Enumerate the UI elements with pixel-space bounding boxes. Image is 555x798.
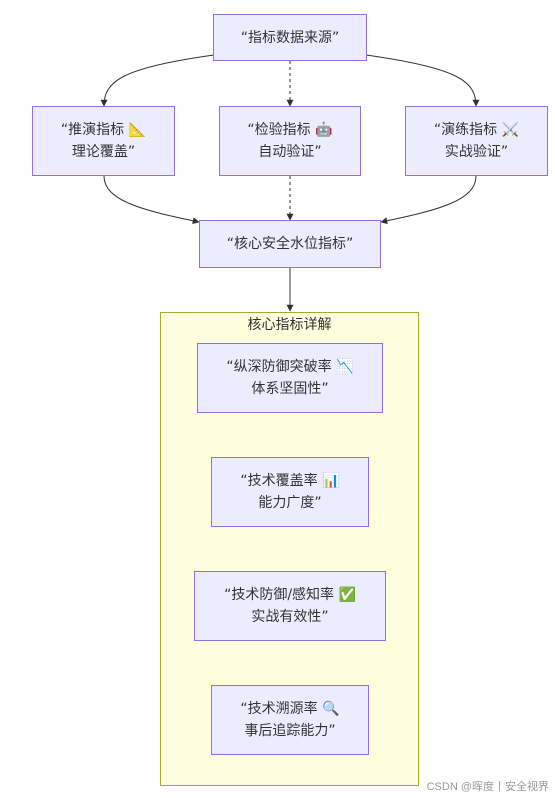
node-data-source: “指标数据来源” bbox=[213, 14, 367, 61]
node-defense-in-depth-breach-rate: “纵深防御突破率 📉 体系坚固性” bbox=[197, 343, 383, 413]
edge-drill-to-core bbox=[380, 175, 477, 225]
node-inspection-metrics: “检验指标 🤖 自动验证” bbox=[219, 106, 361, 176]
node-technique-coverage-rate: “技术覆盖率 📊 能力广度” bbox=[211, 457, 369, 527]
node-deduction-metrics: “推演指标 📐 理论覆盖” bbox=[32, 106, 175, 176]
edge-source-to-deduction bbox=[100, 54, 215, 107]
cluster-title: 核心指标详解 bbox=[247, 317, 332, 333]
node-technique-tracing-rate: “技术溯源率 🔍 事后追踪能力” bbox=[211, 685, 369, 755]
node-core-security-level: “核心安全水位指标” bbox=[199, 220, 381, 268]
node-defense-perception-rate: “技术防御/感知率 ✅ 实战有效性” bbox=[194, 571, 386, 641]
watermark-text: CSDN @晖度丨安全视界 bbox=[426, 781, 549, 793]
node-drill-metrics: “演练指标 ⚔️ 实战验证” bbox=[405, 106, 548, 176]
edge-deduction-to-core bbox=[103, 175, 200, 225]
edge-source-to-drill bbox=[365, 54, 480, 107]
